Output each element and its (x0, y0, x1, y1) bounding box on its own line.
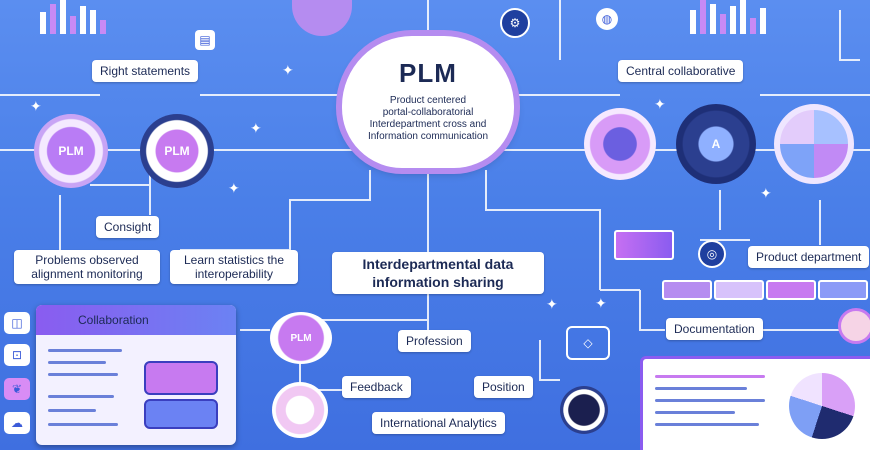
plm-node-left[interactable]: PLM (34, 114, 108, 188)
sparkle-icon: ✦ (30, 98, 42, 114)
label-feedback[interactable]: Feedback (342, 376, 411, 398)
label-consight[interactable]: Consight (96, 216, 160, 238)
target-icon[interactable] (272, 382, 328, 438)
share-icon[interactable]: ❦ (4, 378, 30, 400)
plm-hub[interactable]: PLM Product centered portal-collaborator… (342, 36, 514, 168)
blue-action-button[interactable] (144, 399, 218, 429)
purple-action-button[interactable] (144, 361, 218, 395)
camera-lens-icon[interactable] (560, 386, 608, 434)
sparkle-icon: ✦ (250, 120, 262, 136)
sparkle-icon: ✦ (546, 296, 558, 312)
hub-subtitle: Product centered portal-collaboratorial … (367, 95, 489, 142)
settings-icon: ◎ (698, 240, 726, 268)
analytics-dashboard (640, 356, 870, 450)
plm-node-mid[interactable]: PLM (140, 114, 214, 188)
cloud-icon[interactable]: ☁ (4, 412, 30, 434)
hub-title: PLM (399, 58, 457, 88)
top-bar-decoration-right (690, 0, 766, 34)
sparkle-icon: ✦ (595, 295, 607, 311)
sparkle-icon: ✦ (760, 185, 772, 201)
pie-dial-icon[interactable] (774, 104, 854, 184)
power-button-icon[interactable] (838, 308, 870, 344)
window-icon[interactable]: ◫ (4, 312, 30, 334)
diamond-icon: ◇ (566, 326, 610, 360)
label-documentation[interactable]: Documentation (666, 318, 763, 340)
sparkle-icon: ✦ (654, 96, 666, 112)
chart-icon[interactable]: ⊡ (4, 344, 30, 366)
plm-mini-node[interactable]: PLM (270, 312, 332, 364)
collaboration-panel: Collaboration (36, 305, 236, 445)
control-dial[interactable]: A (676, 104, 756, 184)
top-bar-decoration-left (40, 0, 106, 34)
sparkle-icon: ✦ (282, 62, 294, 78)
clipboard-icon: ▤ (195, 30, 215, 50)
label-central-collaborative[interactable]: Central collaborative (618, 60, 744, 82)
target-dial-icon[interactable] (584, 108, 656, 180)
label-profession[interactable]: Profession (398, 330, 471, 352)
globe-icon: ◍ (596, 8, 618, 30)
pie-chart-icon (789, 373, 855, 439)
label-product-department[interactable]: Product department (748, 246, 870, 268)
label-right-statements[interactable]: Right statements (92, 60, 199, 82)
label-international-analytics[interactable]: International Analytics (372, 412, 505, 434)
sparkle-icon: ✦ (228, 180, 240, 196)
collaboration-panel-header: Collaboration (36, 305, 236, 335)
label-position[interactable]: Position (474, 376, 533, 398)
gear-icon: ⚙ (500, 8, 530, 38)
folder-tab-icon (614, 230, 674, 260)
